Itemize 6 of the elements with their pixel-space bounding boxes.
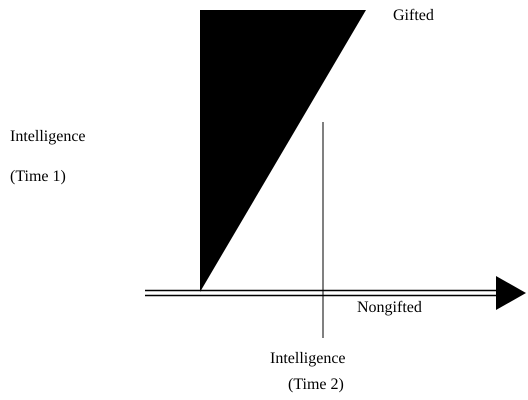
- axis-label: Intelligence: [270, 350, 346, 368]
- axis-label: (Time 1): [10, 168, 66, 186]
- region-label: Gifted: [393, 7, 434, 25]
- axis-label: Intelligence: [10, 128, 86, 146]
- region-label: Nongifted: [357, 299, 422, 317]
- axis-label: (Time 2): [288, 376, 344, 394]
